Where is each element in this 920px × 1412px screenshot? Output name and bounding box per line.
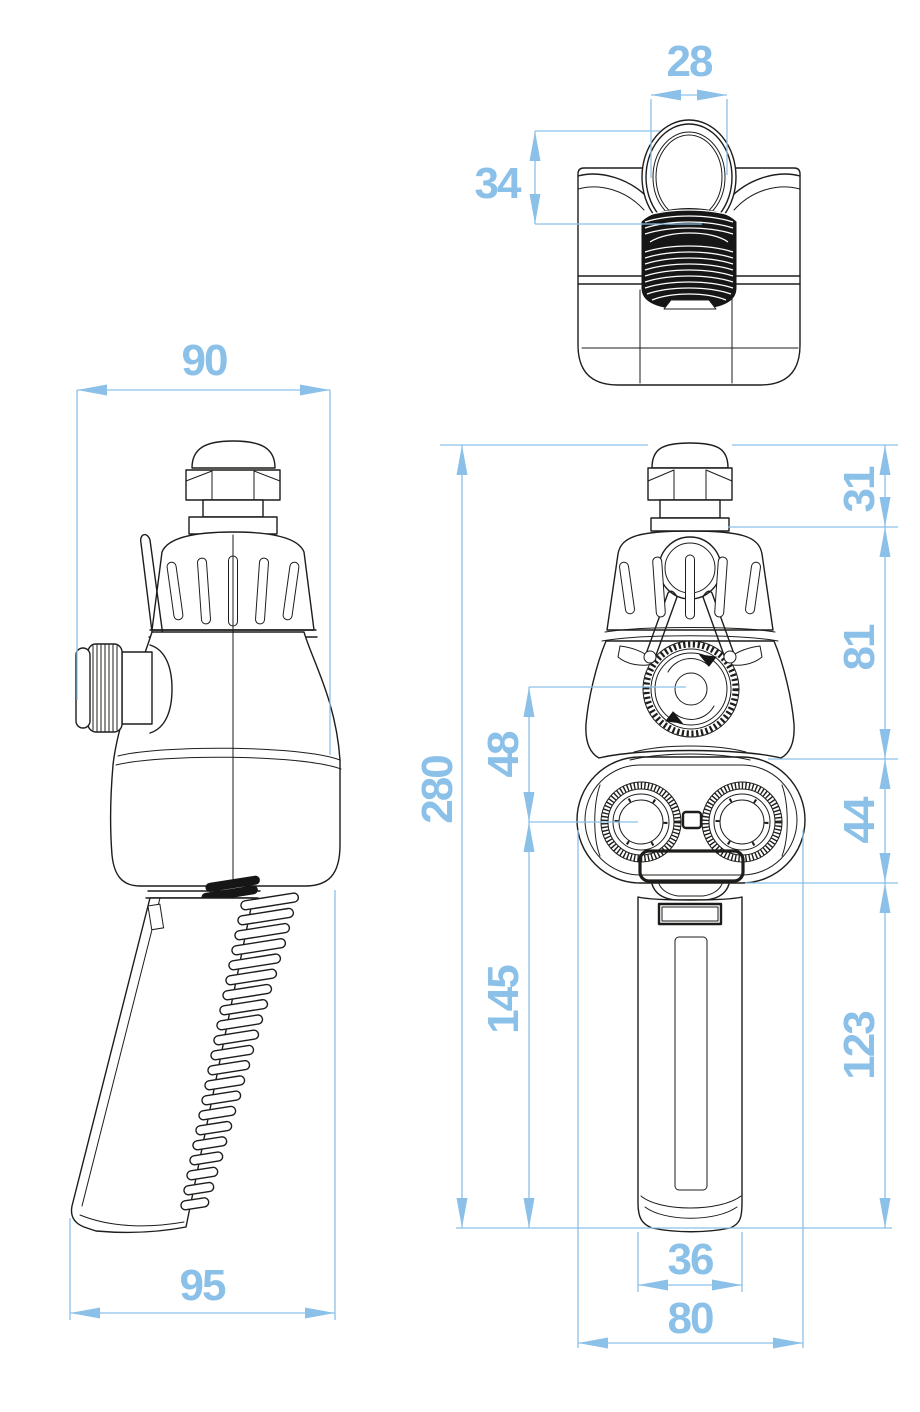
estop-center-face: [674, 672, 708, 706]
dim-label-280: 280: [413, 756, 462, 824]
knob-face-cap: [75, 647, 91, 729]
dim-top-ring-width: 28: [650, 37, 728, 178]
dim-front-handle-width: 36: [638, 1235, 742, 1291]
dim-label-44: 44: [835, 796, 884, 843]
dim-front-overall-height: 280: [413, 445, 468, 1228]
gland-hex-nut: [185, 469, 281, 501]
cable-gland-front: [647, 442, 733, 532]
dim-top-ring-depth: 34: [475, 130, 702, 225]
head-vent-slots-front: [619, 554, 761, 620]
strain-relief-spring: [641, 208, 737, 310]
dim-side-base-depth: 95: [69, 890, 336, 1320]
dim-label-34: 34: [475, 159, 522, 208]
handle-side: [70, 897, 254, 1234]
estop-rotate-arrow-top: [667, 658, 710, 673]
dim-label-95: 95: [180, 1261, 226, 1310]
spring-end-tab: [663, 299, 717, 310]
dim-label-36: 36: [668, 1235, 713, 1284]
trigger-slot: [674, 936, 708, 1191]
cable-gland-side: [185, 440, 281, 535]
gland-neck-front: [659, 499, 721, 519]
head-vent-slots-side: [166, 555, 300, 627]
dim-label-123: 123: [835, 1012, 884, 1080]
grip-dark-rib-1: [205, 875, 260, 892]
top-wing-right-inner: [733, 186, 801, 211]
dim-label-31: 31: [835, 466, 884, 512]
estop-button[interactable]: [642, 640, 740, 738]
knob-cylinder: [121, 651, 153, 725]
top-wing-left-inner: [577, 186, 645, 211]
push-button-left[interactable]: [600, 781, 682, 863]
dim-label-80: 80: [668, 1294, 713, 1343]
housing-top-seam: [629, 745, 751, 761]
handle-neck-outer: [651, 883, 730, 901]
dim-label-145: 145: [479, 965, 528, 1034]
handle-label-window: [657, 902, 723, 926]
handle-base-arcs: [640, 1195, 742, 1219]
body-side: [109, 631, 341, 887]
nameplate-recess: [638, 849, 745, 883]
estop-rotate-arrow-bottom: [672, 705, 715, 720]
head-seam-front: [601, 627, 779, 642]
push-button-right[interactable]: [701, 781, 783, 863]
gland-neck: [202, 499, 264, 518]
dim-label-90: 90: [182, 336, 227, 385]
grip-ribs: [180, 892, 300, 1211]
knob-boss: [149, 644, 173, 734]
gland-dome: [191, 440, 276, 469]
dim-label-28: 28: [667, 37, 713, 86]
dim-front-right-chain: 31 81 44 123: [835, 445, 891, 1228]
handle-label-window-inner: [661, 906, 719, 922]
top-channel-lines: [639, 289, 733, 384]
dim-label-48: 48: [479, 731, 528, 777]
side-view: 90 95: [69, 336, 342, 1320]
dim-front-housing-width: 80: [578, 1294, 803, 1349]
handle-inner-line-side: [81, 897, 161, 1207]
handle-front: [637, 896, 743, 1233]
gland-base-front: [650, 517, 730, 532]
gland-dome-front: [651, 442, 729, 469]
estop-knob-side: [75, 643, 173, 734]
dim-side-head-width: 90: [76, 336, 331, 755]
handle-base-line-side: [79, 1214, 185, 1227]
gland-base: [188, 516, 278, 535]
lanyard-ring-top: [641, 119, 737, 235]
dim-front-inner-chain: 48 145: [479, 687, 535, 1228]
front-view: 280 48 145 31 81 44 123: [413, 442, 898, 1349]
dim-label-81: 81: [835, 624, 884, 670]
top-view: 28 34: [475, 37, 801, 386]
handle-notch-side: [147, 903, 165, 931]
handle-neck-inner: [658, 883, 723, 897]
housing-end-curves: [594, 784, 788, 857]
button-bridge: [681, 810, 703, 830]
gland-hex-front: [647, 467, 733, 501]
body-seam-side: [115, 747, 342, 770]
